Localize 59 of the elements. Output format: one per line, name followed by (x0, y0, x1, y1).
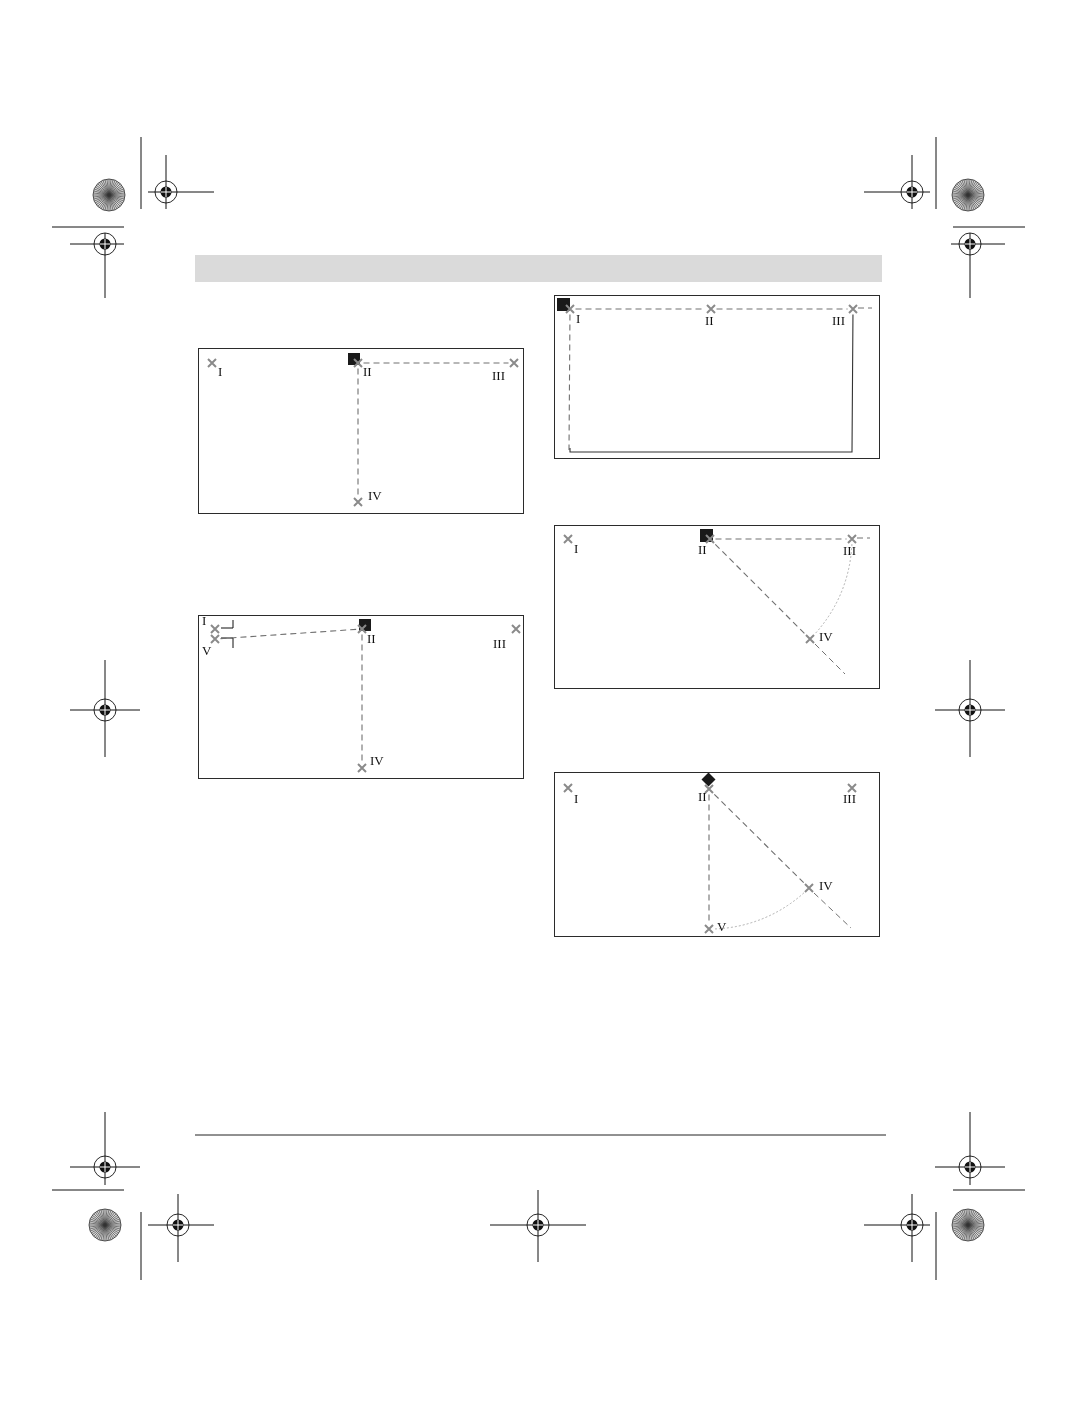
cross-mark (706, 304, 716, 314)
cross-mark (805, 634, 815, 644)
point-label: I (202, 614, 207, 628)
dashed-line (714, 543, 806, 635)
dotted-arc (814, 543, 853, 635)
point-label: II (698, 790, 707, 804)
dashed-line (219, 628, 358, 640)
point-label: IV (370, 754, 384, 768)
cross-mark (563, 534, 573, 544)
diagram-panel (198, 348, 524, 514)
point-label: II (705, 314, 714, 328)
diagram-panel (554, 295, 880, 459)
point-label: I (576, 312, 581, 326)
point-label: V (717, 920, 727, 934)
dashed-line (714, 538, 848, 540)
point-label: I (574, 792, 579, 806)
cross-mark (704, 924, 714, 934)
point-label: III (493, 637, 506, 651)
point-label: III (843, 792, 856, 806)
point-label: IV (368, 489, 382, 503)
point-label: I (218, 365, 223, 379)
dashed-line (713, 793, 805, 884)
point-label: IV (819, 630, 833, 644)
cross-mark (704, 784, 714, 794)
point-label: IV (819, 879, 833, 893)
cross-mark (848, 304, 858, 314)
point-label: V (202, 644, 212, 658)
dashed-line (568, 313, 571, 451)
dashed-line (361, 633, 363, 764)
cross-mark (207, 358, 217, 368)
dotted-arc (713, 892, 805, 930)
point-label: I (574, 542, 579, 556)
cross-mark (847, 783, 857, 793)
point-label: II (367, 632, 376, 646)
cross-mark (511, 624, 521, 634)
point-label: II (698, 543, 707, 557)
cross-mark (565, 304, 575, 314)
cross-mark (353, 497, 363, 507)
dashed-line (715, 308, 849, 310)
cross-mark (563, 783, 573, 793)
cross-mark (210, 624, 220, 634)
cross-mark (357, 763, 367, 773)
diagram-panel (554, 525, 880, 689)
cross-mark (353, 358, 363, 368)
point-label: III (492, 369, 505, 383)
cross-mark (847, 534, 857, 544)
dashed-line (357, 367, 359, 498)
dashed-line (362, 362, 510, 364)
cross-mark (210, 634, 220, 644)
diagram-panel (554, 772, 880, 937)
cross-mark (804, 883, 814, 893)
point-label: III (843, 544, 856, 558)
cross-mark (509, 358, 519, 368)
point-label: II (363, 365, 372, 379)
diagram-panel (198, 615, 524, 779)
cross-mark (705, 534, 715, 544)
cross-mark (357, 624, 367, 634)
solid-line (569, 313, 854, 453)
point-label: III (832, 314, 845, 328)
